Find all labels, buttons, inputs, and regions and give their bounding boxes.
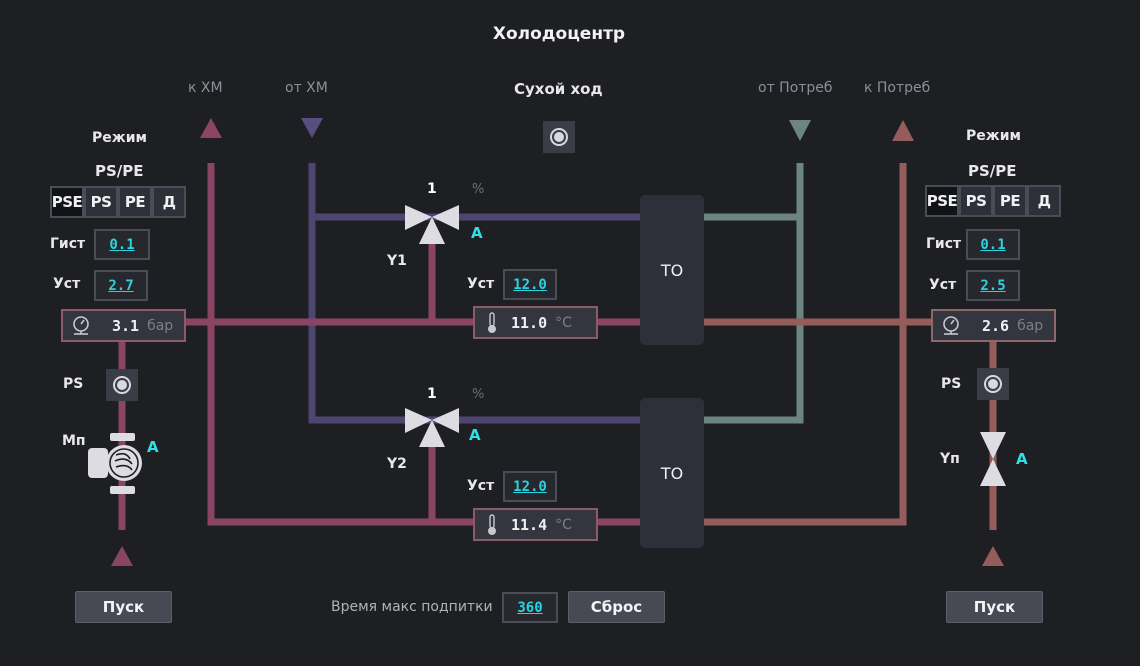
y2-temp-unit: °C [555, 516, 572, 533]
right-mode-label: Режим [966, 128, 1021, 144]
right-mode-value: PS/PE [968, 162, 1017, 180]
y1-label: Y1 [387, 253, 407, 269]
left-mode-d-button[interactable]: Д [152, 186, 186, 218]
left-start-button[interactable]: Пуск [75, 591, 172, 623]
max-fill-time-label: Время макс подпитки [331, 599, 493, 615]
right-setpoint-input[interactable]: 2.5 [966, 270, 1020, 301]
indicator-lamp-icon [984, 375, 1002, 393]
right-hyst-label: Гист [926, 236, 962, 252]
left-mode-label: Режим [92, 130, 147, 146]
label-to-consumer: к Потреб [864, 80, 931, 96]
arrow-up-icon [892, 120, 914, 141]
three-way-valve-icon [405, 205, 459, 244]
arrow-up-icon [200, 118, 222, 138]
right-setpoint-label: Уст [929, 277, 957, 293]
y1-temp-display: 11.0 °C [473, 306, 598, 339]
page-title: Холодоцентр [492, 24, 626, 44]
right-mode-pse-button[interactable]: PSE [925, 185, 959, 217]
indicator-lamp-icon [113, 376, 131, 394]
pressure-gauge-icon [943, 315, 959, 335]
y1-mode: A [471, 224, 483, 242]
arrow-down-icon [301, 118, 323, 138]
right-pressure-unit: бар [1017, 317, 1044, 334]
right-hyst-input[interactable]: 0.1 [966, 229, 1020, 260]
right-pressure-switch[interactable] [977, 368, 1009, 400]
left-hyst-input[interactable]: 0.1 [94, 229, 150, 260]
arrow-up-icon [982, 546, 1004, 566]
left-pressure-value: 3.1 [112, 316, 140, 335]
y2-label: Y2 [387, 456, 407, 472]
y1-temp-value: 11.0 [511, 313, 548, 332]
indicator-lamp-icon [550, 128, 568, 146]
left-mode-pse-button[interactable]: PSE [50, 186, 84, 218]
right-valve-mode: A [1016, 450, 1028, 468]
y1-setpoint-input[interactable]: 12.0 [503, 269, 557, 300]
left-pressure-display: 3.1 бар [61, 309, 186, 342]
dry-run-indicator[interactable] [543, 121, 575, 153]
arrow-up-icon [111, 546, 133, 566]
y2-temp-value: 11.4 [511, 515, 548, 534]
y1-position-unit: % [472, 182, 485, 197]
right-pressure-value: 2.6 [982, 316, 1010, 335]
right-mode-d-button[interactable]: Д [1027, 185, 1061, 217]
y2-setpoint-input[interactable]: 12.0 [503, 471, 557, 502]
left-pressure-unit: бар [147, 317, 174, 334]
pump-mode: A [147, 438, 159, 456]
pipe-from-consumer [704, 163, 804, 424]
y2-setpoint-label: Уст [467, 478, 495, 494]
right-mode-selector: PSE PS PE Д [925, 185, 1061, 217]
left-mode-value: PS/PE [95, 162, 144, 180]
left-hyst-label: Гист [50, 236, 86, 252]
y2-mode: A [469, 426, 481, 444]
y1-temp-unit: °C [555, 314, 572, 331]
three-way-valve-icon [405, 408, 459, 447]
heat-exchanger-1[interactable]: ТО [640, 195, 704, 345]
label-to-chiller: к ХМ [188, 80, 223, 96]
reset-button[interactable]: Сброс [568, 591, 665, 623]
right-start-button[interactable]: Пуск [946, 591, 1043, 623]
y2-position: 1 [427, 386, 437, 402]
left-mode-ps-button[interactable]: PS [84, 186, 118, 218]
y1-setpoint-label: Уст [467, 276, 495, 292]
left-setpoint-label: Уст [53, 276, 81, 292]
pump-icon [88, 433, 142, 494]
y2-temp-display: 11.4 °C [473, 508, 598, 541]
label-from-chiller: от ХМ [285, 80, 328, 96]
heat-exchanger-2[interactable]: ТО [640, 398, 704, 548]
pressure-gauge-icon [73, 315, 89, 335]
right-pressure-display: 2.6 бар [931, 309, 1056, 342]
left-ps-label: PS [63, 376, 84, 392]
left-pressure-switch[interactable] [106, 369, 138, 401]
two-way-valve-icon [980, 432, 1006, 486]
left-setpoint-input[interactable]: 2.7 [94, 270, 148, 301]
arrow-down-icon [789, 120, 811, 141]
pump-label: Мп [62, 433, 86, 449]
left-mode-pe-button[interactable]: PE [118, 186, 152, 218]
right-mode-pe-button[interactable]: PE [993, 185, 1027, 217]
right-valve-label: Yп [940, 451, 960, 467]
max-fill-time-input[interactable]: 360 [502, 592, 558, 623]
right-mode-ps-button[interactable]: PS [959, 185, 993, 217]
thermometer-icon [488, 311, 496, 333]
dry-run-label: Сухой ход [514, 80, 603, 98]
left-mode-selector: PSE PS PE Д [50, 186, 186, 218]
right-ps-label: PS [941, 376, 962, 392]
label-from-consumer: от Потреб [758, 80, 833, 96]
thermometer-icon [488, 513, 496, 535]
y1-position: 1 [427, 181, 437, 197]
y2-position-unit: % [472, 387, 485, 402]
pipe-from-chiller [308, 163, 640, 424]
